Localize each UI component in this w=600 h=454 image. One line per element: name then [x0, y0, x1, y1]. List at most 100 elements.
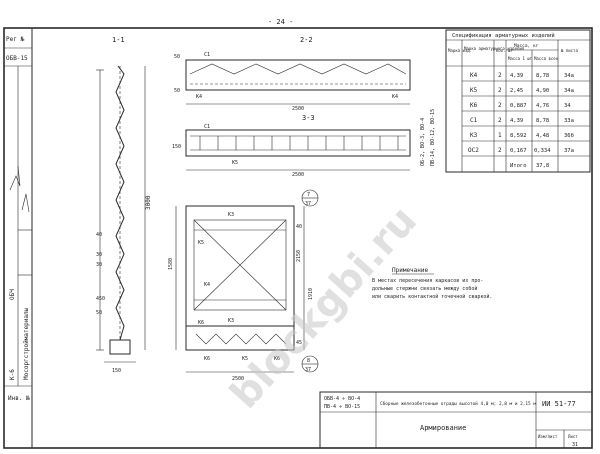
dim-150: 150 — [112, 368, 121, 374]
section-title: Армирование — [420, 424, 466, 432]
label-c1-top: С1 — [204, 52, 210, 58]
view-2-2-label: 2-2 — [300, 36, 313, 44]
row1-sheet: 34а — [564, 73, 574, 79]
left-strip — [3, 27, 33, 449]
row4-m1: 4,39 — [510, 118, 523, 124]
row4-sheet: 33а — [564, 118, 574, 124]
view-1-1-profile — [115, 65, 125, 341]
row5-mall: 4,48 — [536, 133, 549, 139]
row1-m1: 4,39 — [510, 73, 523, 79]
label-50-right: 50 — [174, 88, 180, 94]
reg-no-value: ОБВ-15 — [6, 55, 28, 62]
total-label: Итого — [510, 163, 527, 169]
strip-org: Мосоргстройматериалы — [23, 307, 30, 380]
callout-bottom-sheet: 37 — [305, 367, 311, 373]
plan-dim-2150: 2150 — [296, 250, 302, 262]
strip-obch: ОБЧ — [9, 289, 16, 300]
page-number: - 24 - — [268, 18, 293, 26]
row2-mall: 4,90 — [536, 88, 549, 94]
plan-outer — [185, 205, 295, 327]
mark-50: 50 — [96, 310, 102, 316]
row5-mark: К3 — [470, 132, 478, 139]
row1-mall: 8,78 — [536, 73, 549, 79]
plan-k4: К4 — [204, 282, 210, 288]
plan-k6-mid: К6 — [204, 356, 210, 362]
mesh-marks-2: ПВ-14, ВО-12, ВО-15 — [430, 109, 436, 166]
callout-bottom-num: 8 — [307, 358, 310, 364]
view-3-3-label: 3-3 — [302, 114, 315, 122]
row1-mark: К4 — [470, 72, 478, 79]
th-mass1: Масса 1 шт — [508, 56, 533, 61]
row4-mark: С1 — [470, 117, 478, 124]
plan-k5-bottom: К5 — [242, 356, 248, 362]
dim-height: 3000 — [145, 195, 152, 210]
plan-dim-1580: 1580 — [168, 258, 174, 270]
plan-dim-40: 40 — [296, 224, 302, 230]
row3-qty: 2 — [498, 102, 502, 109]
table-title: Спецификация арматурных изделий — [452, 33, 555, 39]
title-block — [319, 391, 593, 449]
dim-2500-a: 2500 — [292, 106, 304, 112]
row4-mall: 8,78 — [536, 118, 549, 124]
row6-mall: 0,334 — [534, 148, 551, 154]
dim-2500-b: 2500 — [292, 172, 304, 178]
note-line-1: В местах пересечения каркасов их про- — [372, 278, 483, 284]
row6-sheet: 37а — [564, 148, 574, 154]
view-3-3-ribs — [190, 135, 406, 151]
label-50-left: 50 — [174, 54, 180, 60]
th-mass-group: Масса, кг — [514, 43, 539, 49]
plan-dim-1910: 1910 — [308, 288, 314, 300]
row6-m1: 0,167 — [510, 148, 527, 154]
row5-sheet: 36б — [564, 132, 574, 139]
spec-table — [445, 29, 591, 173]
mark-450: 450 — [96, 296, 105, 302]
row1-qty: 2 — [498, 72, 502, 79]
signature-stamp — [9, 165, 30, 213]
row5-qty: 1 — [498, 132, 502, 139]
mark-30a: 30 — [96, 252, 102, 258]
row5-m1: 8,592 — [510, 133, 527, 139]
drawing-title: Сборные железобетонные ограды высотой 4,… — [380, 400, 536, 407]
view-1-1-label: 1-1 — [112, 36, 125, 44]
mark-40: 40 — [96, 232, 102, 238]
plan-k3-bottom: К3 — [228, 318, 234, 324]
note-line-3: или сварить контактной точечной сваркой. — [372, 294, 492, 300]
plan-k6-right: К6 — [274, 356, 280, 362]
th-qty: Кол. шт — [496, 48, 513, 53]
row2-qty: 2 — [498, 87, 502, 94]
marks-line-1: ОБВ-4 ÷ ВО-4 — [324, 396, 360, 402]
callout-top-num: 7 — [307, 192, 310, 198]
row3-m1: 0,887 — [510, 103, 527, 109]
row2-sheet: 34а — [564, 88, 574, 94]
mark-30b: 30 — [96, 262, 102, 268]
outer-frame — [3, 27, 593, 449]
series-code: ИИ 51-77 — [542, 400, 576, 408]
total-value: 37,8 — [536, 163, 549, 169]
th-item: Марка арматурного изделия — [464, 46, 524, 51]
row6-qty: 2 — [498, 147, 502, 154]
sheet-number: 31 — [572, 442, 578, 448]
row2-mark: К5 — [470, 87, 478, 94]
watermark: blockgbi.ru — [222, 198, 426, 418]
plan-diagonal-2 — [193, 219, 287, 311]
row3-mark: К6 — [470, 102, 478, 109]
reg-no-label: Рег № — [6, 36, 24, 43]
mesh-marks-1: ОБ-2, ВО-3, ВО-4 — [420, 118, 426, 166]
th-massall: Масса всех — [534, 56, 559, 61]
marks-line-2: ПВ-4 ÷ ВО-15 — [324, 404, 360, 410]
label-k4-left: К4 — [196, 94, 202, 100]
label-k5-mid: К5 — [232, 160, 238, 166]
strip-code: К-6 — [9, 369, 16, 380]
izm-label: Изм/лист — [538, 434, 558, 439]
sheet-label: Лист — [568, 434, 578, 439]
plan-k3-top: К3 — [228, 212, 234, 218]
row4-qty: 2 — [498, 117, 502, 124]
label-150-mid: 150 — [172, 144, 181, 150]
dim-2500-c: 2500 — [232, 376, 244, 382]
label-k4-right: К4 — [392, 94, 398, 100]
view-3-3-outline — [185, 129, 411, 157]
plan-k6-left: К6 — [198, 320, 204, 326]
plan-inner — [193, 219, 287, 311]
row3-mall: 4,76 — [536, 103, 549, 109]
row6-mark: ОС2 — [468, 147, 479, 154]
